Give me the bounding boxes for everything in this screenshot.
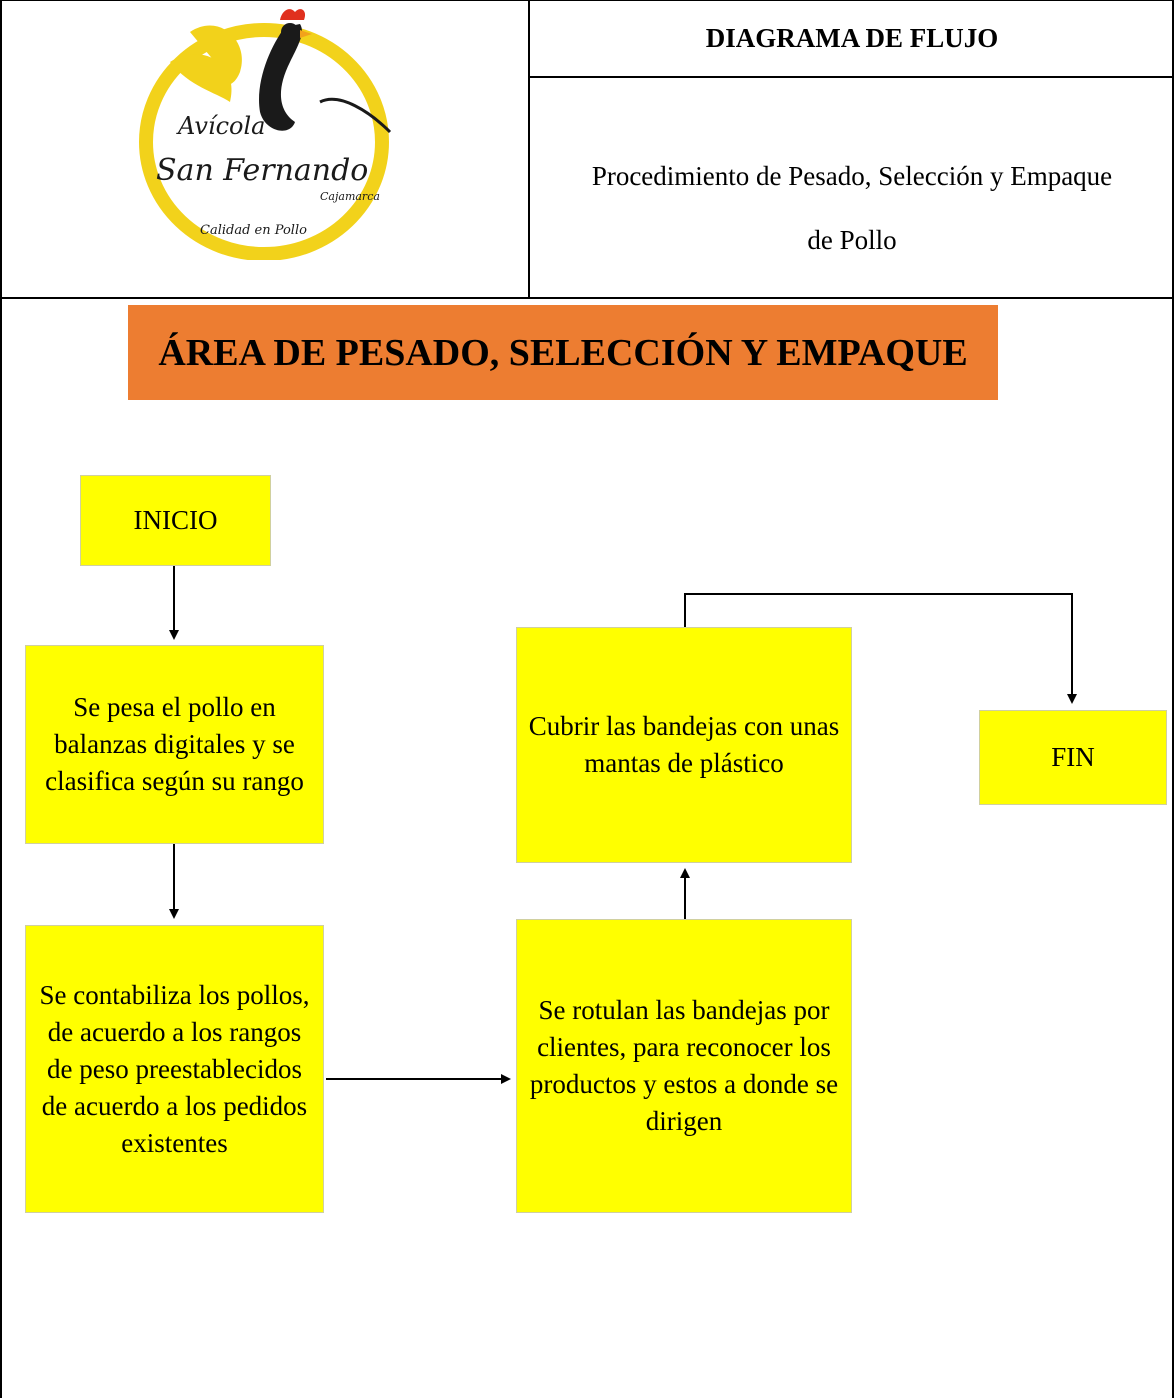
logo-text-cajamarca: Cajamarca — [320, 190, 380, 203]
table-row-divider — [0, 297, 1174, 299]
logo-text-tagline: Calidad en Pollo — [200, 223, 307, 238]
document-subtitle-line1: Procedimiento de Pesado, Selección y Emp… — [591, 161, 1113, 191]
flow-node-inicio: INICIO — [80, 475, 271, 566]
flow-node-fin: FIN — [979, 710, 1167, 805]
table-right-border — [1172, 0, 1174, 1398]
table-top-border — [0, 0, 1174, 1]
arrow-step4-to-fin — [684, 593, 1077, 704]
flow-node-step3: Se rotulan las bandejas por clientes, pa… — [516, 919, 852, 1213]
logo-rooster-neck — [259, 24, 302, 131]
flow-node-step4: Cubrir las bandejas con unas mantas de p… — [516, 627, 852, 863]
document-title: DIAGRAMA DE FLUJO — [705, 22, 999, 53]
table-header-divider — [530, 76, 1174, 78]
logo-rooster-comb — [280, 9, 306, 20]
logo-swoosh — [319, 97, 392, 134]
document-subtitle: Procedimiento de Pesado, Selección y Emp… — [530, 144, 1174, 272]
table-column-divider — [528, 0, 530, 298]
logo-text-san-fernando: San Fernando — [156, 153, 368, 188]
company-logo: Avícola San Fernando Cajamarca Calidad e… — [130, 2, 398, 261]
logo-text-avicola: Avícola — [176, 112, 265, 140]
logo-tail-feather — [190, 25, 242, 86]
logo-rooster-head — [281, 23, 299, 41]
logo-tail-feather-2 — [170, 54, 232, 102]
flow-node-step1: Se pesa el pollo en balanzas digitales y… — [25, 645, 324, 844]
document-subtitle-line2: de Pollo — [807, 225, 897, 255]
flow-node-step2: Se contabiliza los pollos, de acuerdo a … — [25, 925, 324, 1213]
logo-rooster-beak — [300, 30, 312, 38]
table-left-border — [0, 0, 2, 1398]
area-banner: ÁREA DE PESADO, SELECCIÓN Y EMPAQUE — [128, 305, 998, 400]
logo-ring — [139, 23, 389, 261]
